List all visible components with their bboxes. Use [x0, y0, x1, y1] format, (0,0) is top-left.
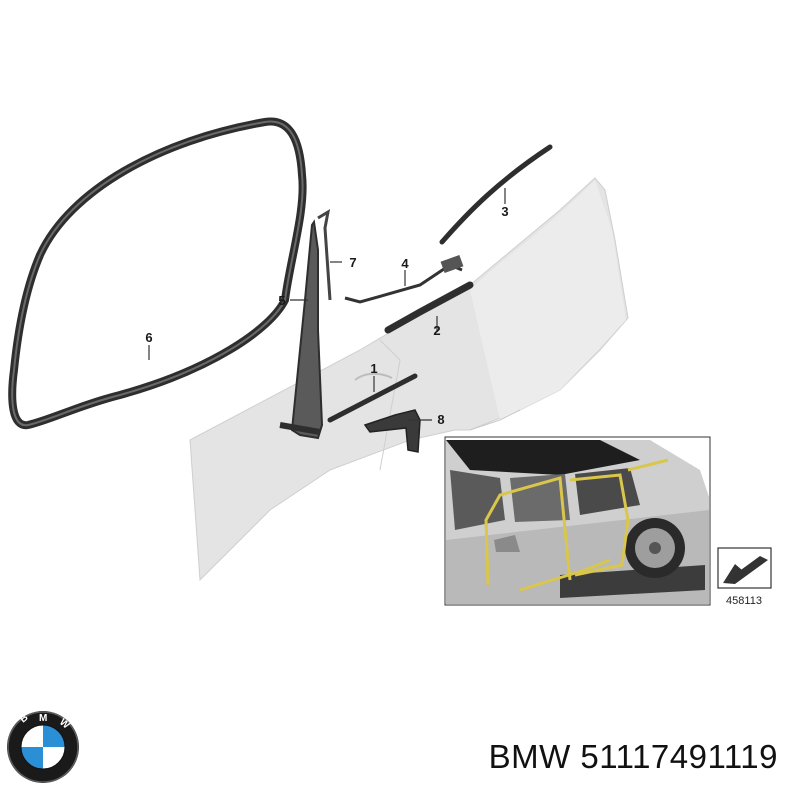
window-strip-2: [384, 281, 474, 334]
inset-car-image: [444, 436, 711, 606]
door-seal-6: [8, 117, 307, 430]
callout-5: 5: [278, 293, 285, 308]
roof-strip-3: [439, 144, 553, 245]
brand-name: BMW: [488, 738, 571, 775]
reference-icon: [717, 547, 772, 589]
callout-7: 7: [349, 255, 356, 270]
callout-4: 4: [401, 256, 409, 271]
callout-2: 2: [433, 323, 440, 338]
bracket-8: [363, 409, 421, 453]
callout-1: 1: [370, 361, 377, 376]
svg-text:M: M: [39, 713, 47, 724]
strip-7: [317, 208, 332, 301]
callout-3: 3: [501, 204, 508, 219]
pillar-seal-5: [290, 219, 324, 440]
part-caption: BMW 51117491119: [489, 738, 778, 776]
leader-lines: [148, 188, 506, 421]
lower-strip-1: [327, 373, 418, 423]
reference-number: 458113: [726, 595, 762, 607]
callout-6: 6: [145, 330, 152, 345]
callout-8: 8: [437, 412, 444, 427]
part-number: 51117491119: [580, 738, 778, 775]
bmw-logo: B M W: [7, 711, 79, 783]
